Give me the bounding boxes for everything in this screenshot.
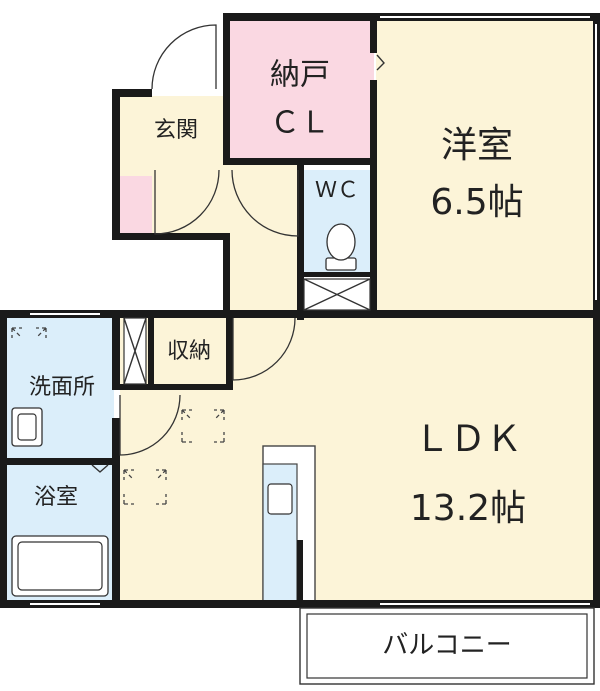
western-room-label-2: 6.5帖 (430, 182, 523, 223)
walls (0, 13, 600, 608)
wall-closet-bottom (112, 384, 233, 390)
wall-storage-left (223, 13, 230, 163)
storage-sliding-door (376, 54, 385, 71)
balcony-inner (306, 613, 588, 679)
wall-storage-western-2 (370, 80, 377, 315)
wall-kitchen-right (297, 540, 303, 606)
ldk-label-2: 13.2帖 (410, 488, 526, 529)
wall-bath-top (0, 458, 120, 465)
shoe-box-floor (120, 176, 152, 234)
washroom-door (119, 394, 181, 456)
balcony-label: バルコニー (382, 631, 511, 661)
washbasin-bowl (17, 413, 37, 441)
ldk-label-1: ＬＤＫ (414, 419, 522, 460)
hall-door-right (231, 169, 299, 237)
washbasin (11, 407, 43, 447)
ldk-floor (120, 318, 594, 602)
labels: 納戸 ＣＬ 玄関 洋室 6.5帖 ＷＣ 収納 洗面所 浴室 ＬＤＫ 13.2帖 … (29, 58, 526, 661)
wc-cabinet-cross (303, 278, 371, 311)
toilet-bowl (326, 223, 356, 261)
balcony-outline (299, 607, 595, 685)
entrance-floor (120, 96, 223, 160)
bathtub-inner (17, 541, 103, 591)
bathroom-label: 浴室 (34, 485, 78, 510)
windows (30, 16, 597, 605)
wall-closet-right (226, 310, 233, 390)
washroom-drain (91, 464, 109, 473)
entrance-label: 玄関 (154, 118, 198, 143)
wc-label: ＷＣ (315, 178, 359, 203)
washroom-label: 洗面所 (29, 375, 95, 400)
entrance-door (151, 24, 217, 90)
wall-wc-left (297, 165, 304, 320)
storage-label-2: ＣＬ (270, 106, 330, 141)
bathtub (11, 535, 109, 597)
closet-shelf-cross (123, 317, 147, 385)
western-room-floor (376, 20, 594, 313)
doors (119, 24, 385, 456)
wall-entrance-top (112, 89, 152, 97)
wall-storage-bottom (223, 158, 375, 165)
closet-label: 収納 (167, 339, 211, 364)
wall-storage-western (370, 13, 377, 53)
kitchen-sink (267, 483, 293, 515)
wall-wc-bottom (297, 272, 377, 277)
wall-hall-bottom (112, 233, 230, 240)
floor-fills (6, 20, 594, 603)
wall-ldk-top (0, 310, 600, 318)
ldk-entry-door (232, 317, 296, 381)
storage-floor (229, 20, 374, 160)
wall-washroom-right-2 (112, 418, 120, 606)
wall-closet-left (148, 310, 154, 390)
balcony (299, 607, 595, 685)
wall-entrance-left (112, 89, 120, 240)
hall-door-left (154, 169, 220, 235)
wall-hall-lower-left (223, 233, 230, 313)
wall-washroom-right (112, 310, 120, 390)
wall-right (593, 13, 600, 606)
storage-label-1: 納戸 (270, 58, 330, 93)
fixtures (11, 223, 357, 597)
western-room-label-1: 洋室 (441, 125, 513, 166)
hall-floor-lower (223, 238, 301, 318)
